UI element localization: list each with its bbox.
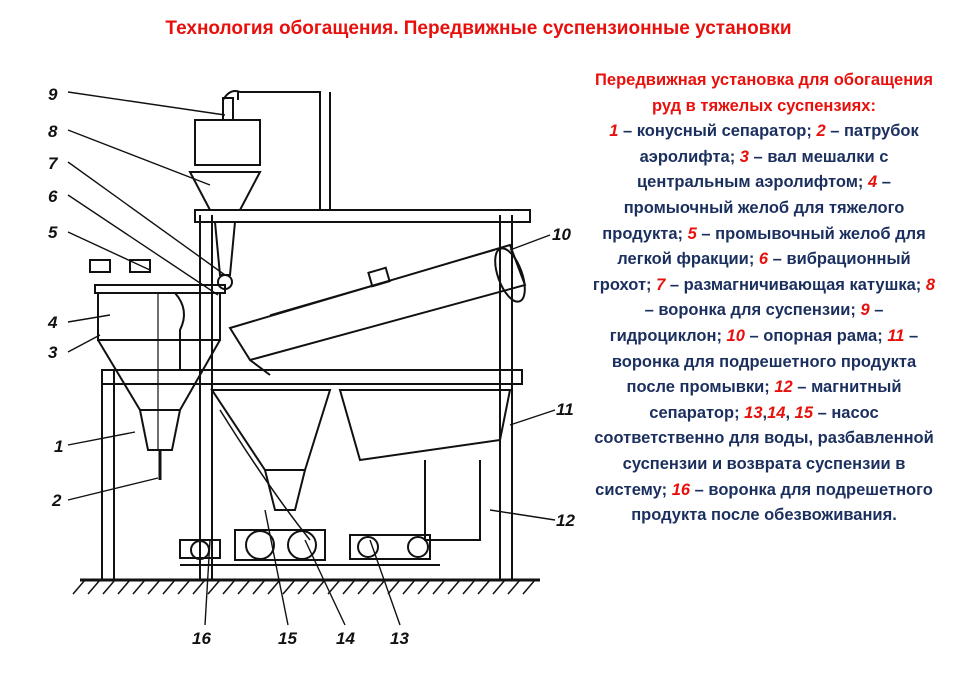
label-10: 10 xyxy=(552,225,571,244)
label-15: 15 xyxy=(278,629,297,648)
label-3: 3 xyxy=(48,343,58,362)
label-5: 5 xyxy=(48,223,58,242)
legend-text: , xyxy=(785,403,795,422)
legend-num: 2 xyxy=(816,122,826,141)
legend-text: – промыочный желоб для тяжелого продукта… xyxy=(602,173,905,243)
pumps xyxy=(179,529,440,566)
label-2: 2 xyxy=(51,491,62,510)
legend-text: – воронка для подрешетного продукта посл… xyxy=(611,326,919,397)
legend-text: – промывочный желоб для легкой фракции; xyxy=(617,224,926,269)
legend-num: 16 xyxy=(671,480,691,499)
legend-num: 11 xyxy=(887,326,905,345)
legend-num: 6 xyxy=(758,250,769,269)
label-6: 6 xyxy=(48,187,58,206)
slide-title: Технология обогащения. Передвижные суспе… xyxy=(165,18,792,39)
legend-num: 13 xyxy=(744,403,763,422)
label-11: 11 xyxy=(556,400,574,419)
legend-heading: Передвижная установка для обогащения руд… xyxy=(595,71,933,115)
legend-text: – вал мешалки с центральным аэролифтом; xyxy=(637,147,889,192)
ground-hatching xyxy=(72,578,540,595)
legend-text: – магнитный сепаратор; xyxy=(649,378,902,422)
label-1: 1 xyxy=(54,437,63,456)
label-13: 13 xyxy=(390,629,409,648)
label-14: 14 xyxy=(336,629,355,648)
legend-num: 4 xyxy=(868,173,878,192)
legend-num: 9 xyxy=(860,301,870,320)
legend-num: 7 xyxy=(656,275,666,294)
legend-num: 12 xyxy=(774,378,793,397)
label-16: 16 xyxy=(192,629,211,648)
legend-text: – насос соответственно для воды, разбавл… xyxy=(594,403,934,499)
legend-num: 10 xyxy=(726,326,745,345)
legend-num: 8 xyxy=(925,275,936,294)
legend-text: – размагничивающая катушка; xyxy=(665,275,926,294)
legend-text: – вибрационный грохот; xyxy=(592,250,911,294)
label-9: 9 xyxy=(48,85,58,104)
leader-lines xyxy=(67,91,556,626)
legend-body: 1 – конусный сепаратор; 2 – патрубок аэр… xyxy=(590,119,938,529)
legend-num: 5 xyxy=(687,224,697,243)
legend-description: Передвижная установка для обогащения руд… xyxy=(590,68,938,529)
legend-num: 1 xyxy=(609,122,619,141)
legend-num: 15 xyxy=(794,403,813,422)
label-8: 8 xyxy=(48,122,58,141)
separator-plant-diagram: 9 8 7 6 5 4 3 1 2 10 11 12 16 15 14 13 xyxy=(47,85,575,648)
hydrocyclone xyxy=(188,90,331,290)
legend-text: – опорная рама; xyxy=(744,326,888,345)
support-frame xyxy=(101,209,531,580)
legend-text: , xyxy=(762,403,768,422)
washing-funnels xyxy=(210,389,512,541)
legend-text: – воронка для подрешетного продукта посл… xyxy=(631,480,933,525)
legend-text: – гидроциклон; xyxy=(609,301,884,345)
legend-text: – воронка для суспензии; xyxy=(644,301,861,320)
label-12: 12 xyxy=(556,511,575,530)
part-labels: 9 8 7 6 5 4 3 1 2 10 11 12 16 15 14 13 xyxy=(47,85,575,648)
legend-num: 3 xyxy=(739,147,749,166)
legend-num: 14 xyxy=(767,403,786,422)
label-7: 7 xyxy=(48,154,59,173)
legend-text: – патрубок аэролифта; xyxy=(639,122,919,166)
legend-text: – конусный сепаратор; xyxy=(618,122,817,141)
label-4: 4 xyxy=(47,313,58,332)
vibrating-screen xyxy=(228,243,527,376)
